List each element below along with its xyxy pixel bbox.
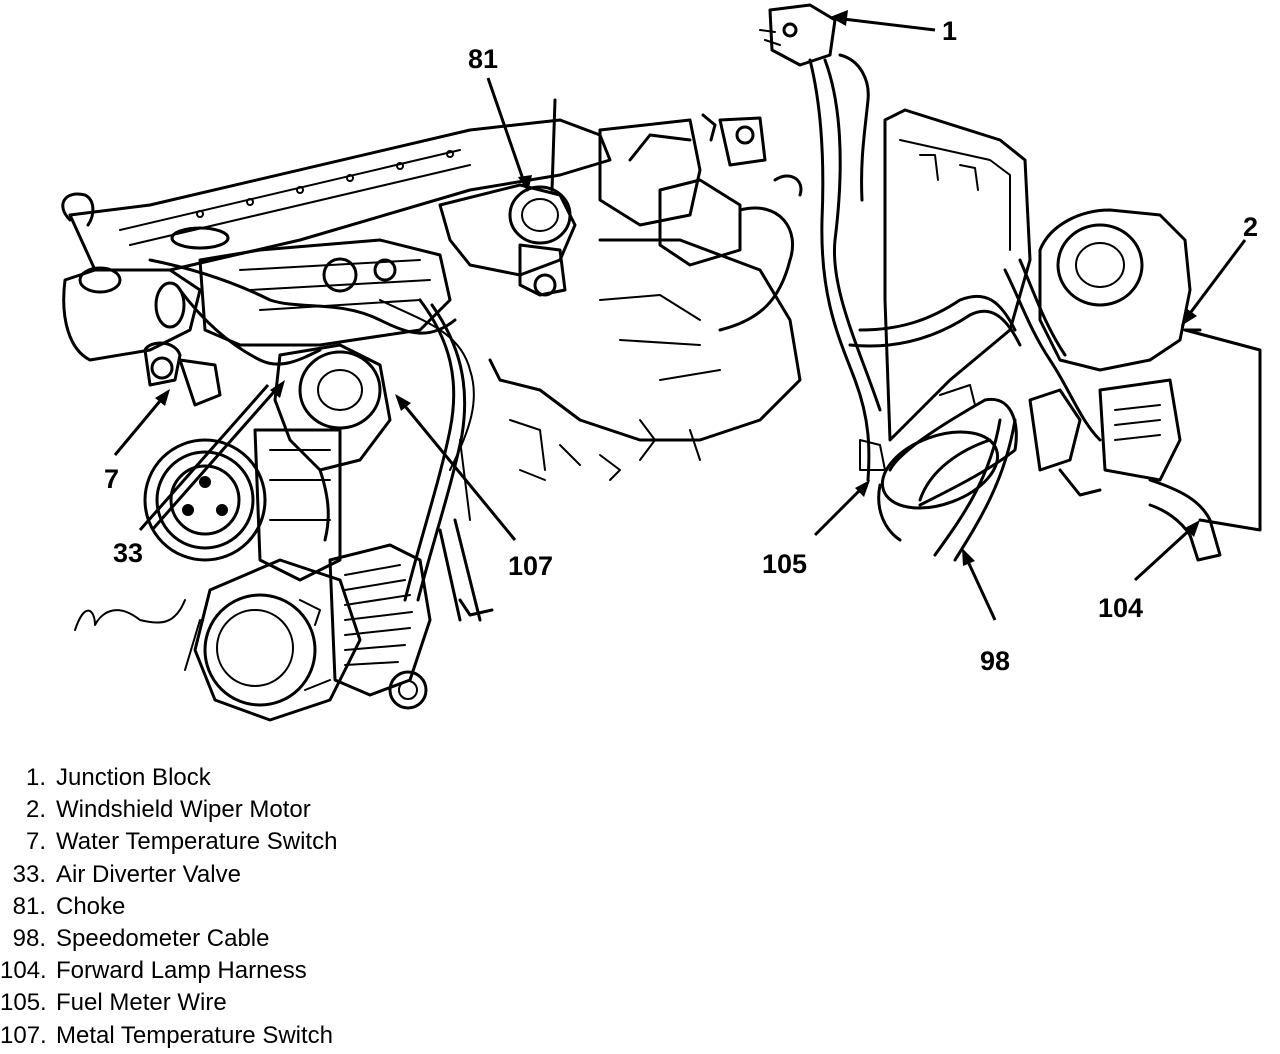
legend-label: Speedometer Cable xyxy=(56,925,270,953)
legend: 1. Junction Block 2. Windshield Wiper Mo… xyxy=(0,762,520,1052)
legend-item: 98. Speedometer Cable xyxy=(0,923,520,955)
callout-1: 1 xyxy=(942,16,957,46)
legend-label: Fuel Meter Wire xyxy=(56,989,227,1017)
callout-33: 33 xyxy=(113,538,143,568)
legend-number: 104. xyxy=(0,957,47,985)
legend-item: 7. Water Temperature Switch xyxy=(0,826,520,858)
firewall-assembly xyxy=(759,3,1262,562)
legend-number: 2. xyxy=(25,796,46,824)
legend-label: Junction Block xyxy=(56,764,211,792)
callout-81: 81 xyxy=(468,44,498,74)
callout-2: 2 xyxy=(1243,212,1258,242)
legend-number: 1. xyxy=(25,764,46,792)
callout-98: 98 xyxy=(980,646,1010,676)
engine-assembly xyxy=(61,98,803,722)
legend-label: Forward Lamp Harness xyxy=(56,957,307,985)
leader-lines xyxy=(113,10,1247,621)
legend-number: 33. xyxy=(12,860,46,888)
legend-item: 107. Metal Temperature Switch xyxy=(0,1020,520,1052)
legend-item: 33. Air Diverter Valve xyxy=(0,859,520,891)
legend-number: 107. xyxy=(0,1021,47,1049)
legend-number: 7. xyxy=(25,828,46,856)
engine-wiring-illustration: 1 81 2 7 33 107 105 104 98 xyxy=(61,3,1262,722)
callout-105: 105 xyxy=(762,549,807,579)
legend-label: Air Diverter Valve xyxy=(56,860,241,888)
legend-label: Water Temperature Switch xyxy=(56,828,338,856)
legend-item: 105. Fuel Meter Wire xyxy=(0,987,520,1019)
callout-104: 104 xyxy=(1098,593,1143,623)
legend-item: 1. Junction Block xyxy=(0,762,520,794)
callout-107: 107 xyxy=(508,551,553,581)
callout-7: 7 xyxy=(104,464,119,494)
legend-number: 81. xyxy=(12,892,46,920)
legend-label: Windshield Wiper Motor xyxy=(56,796,311,824)
legend-number: 98. xyxy=(12,925,46,953)
legend-item: 2. Windshield Wiper Motor xyxy=(0,794,520,826)
legend-label: Choke xyxy=(56,892,126,920)
legend-item: 104. Forward Lamp Harness xyxy=(0,955,520,987)
legend-label: Metal Temperature Switch xyxy=(56,1021,334,1049)
legend-item: 81. Choke xyxy=(0,891,520,923)
legend-number: 105. xyxy=(0,989,47,1017)
